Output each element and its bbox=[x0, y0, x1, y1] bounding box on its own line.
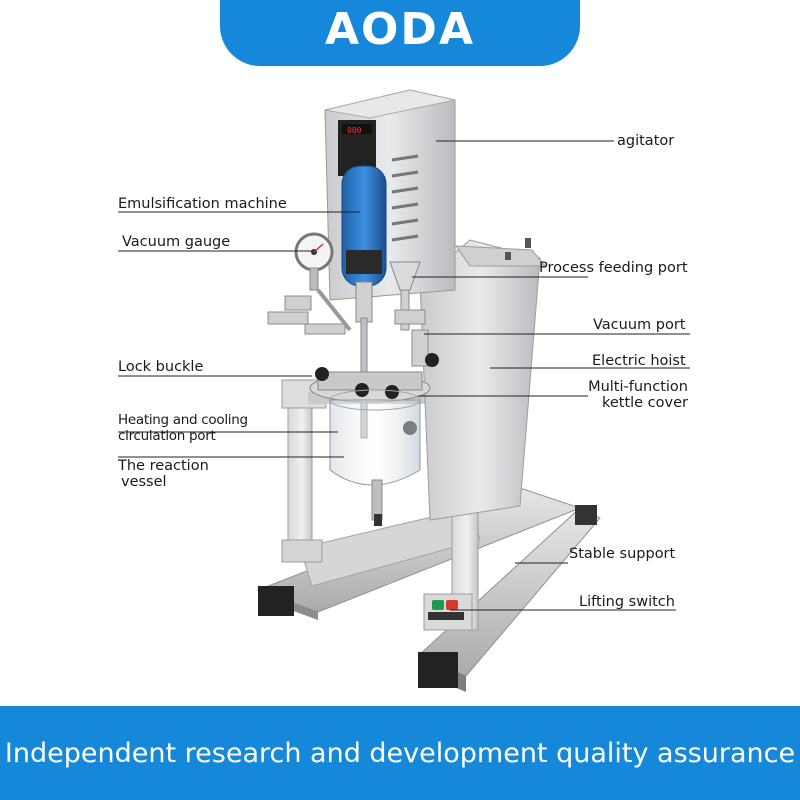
footer-banner: Independent research and development qua… bbox=[0, 706, 800, 800]
header-tab bbox=[220, 0, 580, 66]
label-lifting-switch: Lifting switch bbox=[579, 594, 675, 610]
label-electric-hoist: Electric hoist bbox=[592, 353, 686, 369]
label-kettle-cover-line1: Multi-function bbox=[588, 379, 688, 395]
brand-logo: AODA bbox=[324, 3, 476, 55]
label-kettle-cover-line2: kettle cover bbox=[601, 395, 688, 411]
label-process-feeding-port: Process feeding port bbox=[539, 260, 688, 276]
label-heating-cooling-line2: circulation port bbox=[118, 428, 216, 444]
label-lock-buckle: Lock buckle bbox=[118, 359, 204, 375]
vacuum-valves bbox=[267, 295, 429, 367]
label-reaction-vessel: The reaction vessel bbox=[118, 458, 238, 490]
reaction-vessel bbox=[329, 389, 421, 526]
label-vacuum-gauge: Vacuum gauge bbox=[122, 234, 231, 250]
label-reaction-vessel-line1: The reaction bbox=[118, 458, 209, 474]
electric-hoist-column bbox=[419, 238, 547, 521]
leader-lines bbox=[118, 140, 690, 611]
label-kettle-cover: Multi-function kettle cover bbox=[570, 379, 688, 411]
label-vacuum-port: Vacuum port bbox=[593, 317, 686, 333]
vent-slots bbox=[391, 154, 419, 242]
vacuum-gauge bbox=[294, 232, 352, 332]
speed-display: 000 bbox=[347, 126, 362, 135]
stable-support-frame bbox=[256, 379, 601, 692]
footer-slogan: Independent research and development qua… bbox=[4, 737, 796, 769]
label-stable-support: Stable support bbox=[569, 546, 676, 562]
label-reaction-vessel-line2: vessel bbox=[121, 474, 167, 490]
label-agitator: agitator bbox=[617, 133, 675, 149]
label-heating-cooling-port: Heating and cooling circulation port bbox=[118, 412, 298, 444]
label-heating-cooling-line1: Heating and cooling bbox=[118, 412, 248, 428]
label-emulsification-machine: Emulsification machine bbox=[118, 196, 287, 212]
